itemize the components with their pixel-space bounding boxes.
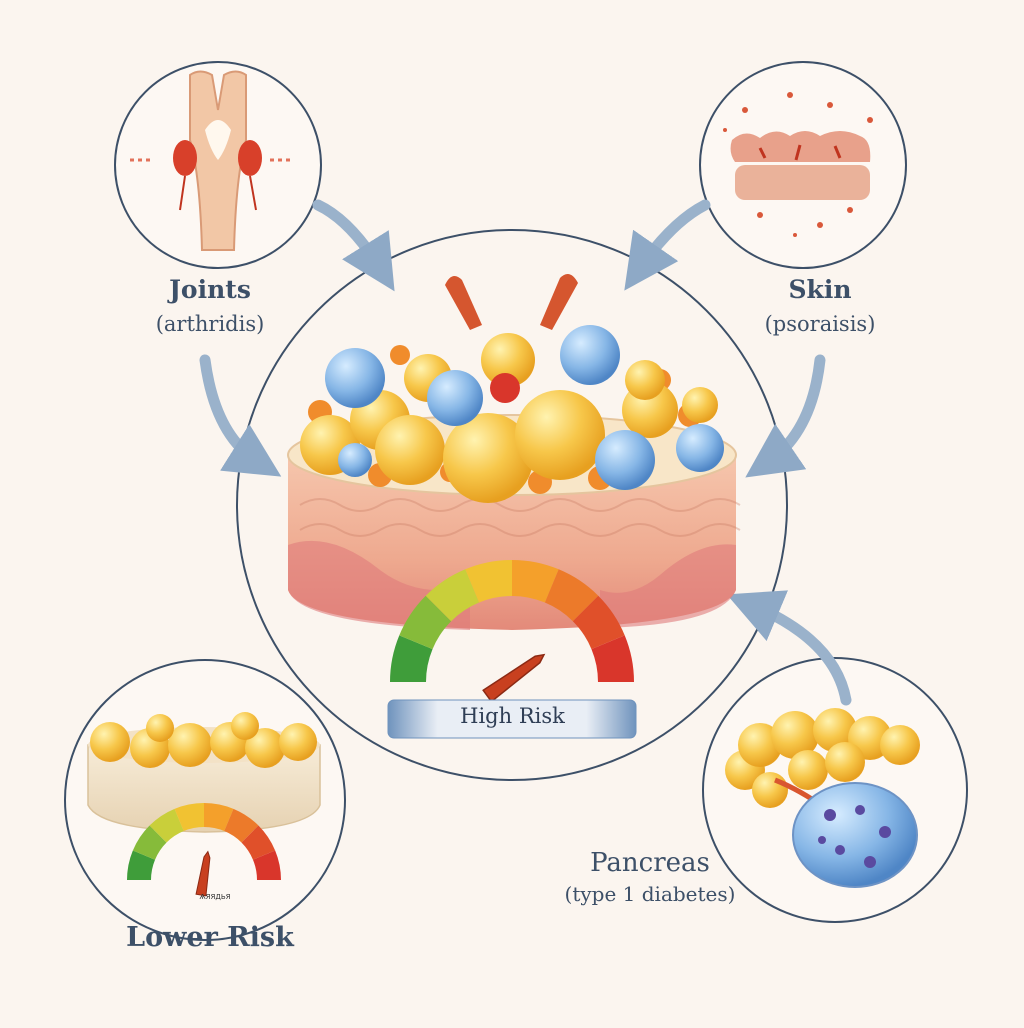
arrow-skin-to-center [624,199,711,291]
main-gauge-segments [390,560,634,682]
lower-gauge-segment [149,808,184,843]
lower-gauge-segment [204,803,234,832]
joint-icon [130,70,290,251]
lower-risk-tissue-icon [87,712,321,833]
lower-gauge-segment [241,825,276,860]
arrow-joints-to-tissue [199,354,282,477]
gauge-needle-icon [482,653,546,703]
arrows [199,199,852,706]
adipose-tissue-icon [287,274,741,630]
lower-risk-gauge [127,803,281,897]
pancreas-label: Pancreas (type 1 diabetes) [545,848,755,906]
small-gauge-needle-icon [195,850,211,897]
main-gauge-segment [390,635,433,682]
joints-title: Joints [169,275,251,304]
high-risk-label: High Risk [460,704,565,728]
main-gauge-segment [572,595,625,650]
skin-subtitle: (psoraisis) [764,312,876,336]
lower-gauge-segment [127,850,156,880]
lower-risk-title: Lower Risk [126,922,294,953]
lower-gauge-segment [224,808,259,843]
main-gauge-segment [399,595,452,650]
main-gauge-segment [465,560,512,603]
lower-gauge-segment [174,803,204,832]
pancreas-icon [725,708,920,888]
lower-risk-label: Lower Risk [100,922,320,953]
main-risk-gauge [387,560,637,739]
joints-label: Joints (arthridis) [120,275,300,336]
lower-gauge-caption: ѦЯЯДЬЯ [199,893,231,901]
skin-icon [723,92,873,237]
lower-gauge-segment [252,850,281,880]
skin-title: Skin [788,275,852,304]
joints-subtitle: (arthridis) [155,312,265,336]
main-gauge-segment [425,569,480,622]
arrow-joints-to-center [312,199,395,292]
high-risk-banner [387,699,637,739]
main-gauge-segment [591,635,634,682]
pancreas-title: Pancreas [590,848,710,878]
arrow-skin-to-tissue [745,354,826,478]
skin-label: Skin (psoraisis) [720,275,920,336]
arrow-pancreas-to-tissue [726,590,852,706]
main-gauge-segment [512,560,559,603]
lower-gauge-segment [132,825,167,860]
central-circle-outline [236,229,788,781]
main-gauge-segment [544,569,599,622]
small-gauge-segments [127,803,281,880]
pancreas-subtitle: (type 1 diabetes) [564,882,736,906]
